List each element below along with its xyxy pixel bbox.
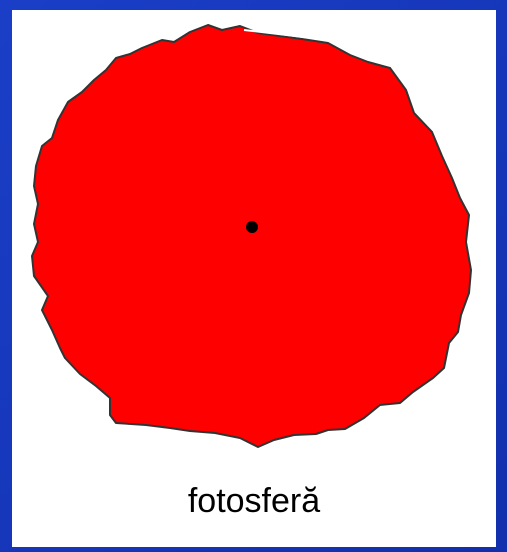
diagram-caption: fotosferă	[12, 482, 496, 521]
photosphere-shape	[32, 25, 471, 447]
diagram-panel: fotosferă	[12, 10, 496, 547]
photosphere-diagram	[12, 10, 496, 547]
center-dot	[246, 221, 258, 233]
